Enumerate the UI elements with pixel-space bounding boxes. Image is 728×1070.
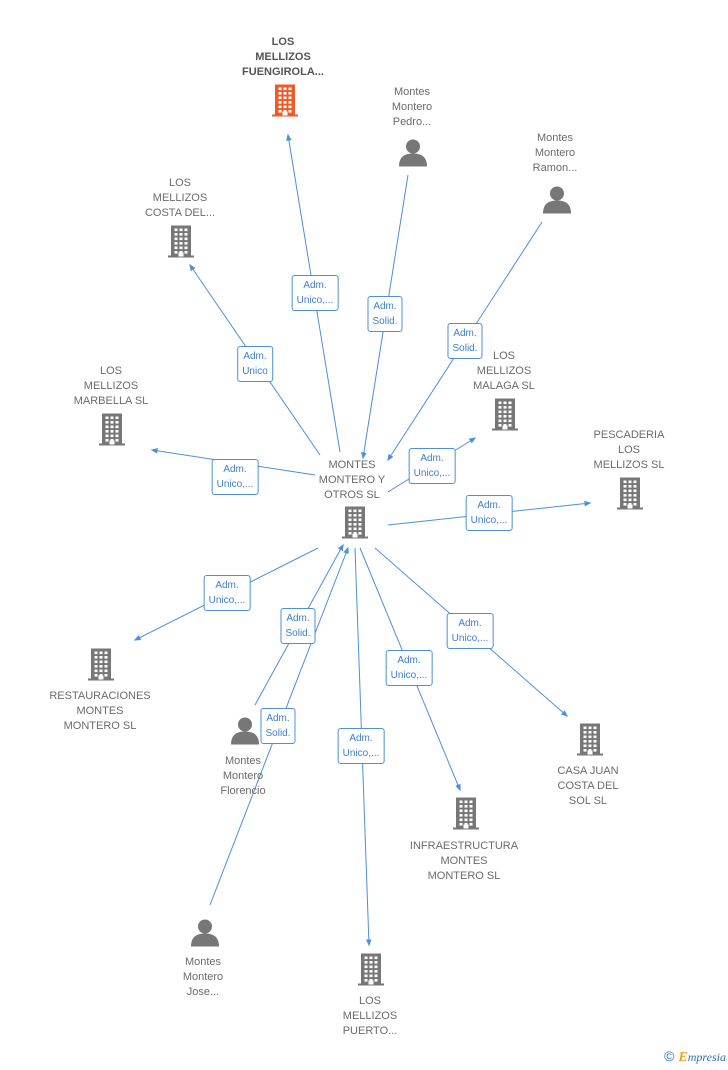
node-label-pedro[interactable]: Montes Montero Pedro... [391,86,433,128]
node-label-fuengirola[interactable]: LOS MELLIZOS FUENGIROLA... [242,36,324,78]
person-icon[interactable] [230,716,260,751]
node-label-pescaderia[interactable]: PESCADERIA LOS MELLIZOS SL [593,429,665,471]
brand-initial: E [678,1050,688,1065]
building-icon[interactable] [166,225,196,264]
edge-label-center-restauraciones[interactable]: Adm. Unico,... [203,575,251,611]
building-icon[interactable] [97,413,127,452]
edge-label-center-malaga[interactable]: Adm. Unico,... [408,448,456,484]
edge-label-center-puerto[interactable]: Adm. Unico,... [337,728,385,764]
node-label-costadel[interactable]: LOS MELLIZOS COSTA DEL... [144,177,216,219]
edge-label-center-fuengirola[interactable]: Adm. Unico,... [291,275,339,311]
edge-label-center-casajuan[interactable]: Adm. Unico,... [446,613,494,649]
building-icon[interactable] [575,723,605,762]
edge-label-florencio-center[interactable]: Adm. Solid. [280,608,316,644]
edge-label-center-costadel[interactable]: Adm. Unico [237,346,273,382]
person-icon[interactable] [190,918,220,953]
brand-name: mpresia [687,1050,726,1064]
person-icon[interactable] [542,185,572,220]
node-label-marbella[interactable]: LOS MELLIZOS MARBELLA SL [73,365,149,407]
edge-label-center-marbella[interactable]: Adm. Unico,... [211,459,259,495]
building-icon[interactable] [270,84,300,123]
building-icon[interactable] [490,398,520,437]
node-label-restauraciones[interactable]: RESTAURACIONES MONTES MONTERO SL [49,690,151,732]
node-label-ramon[interactable]: Montes Montero Ramon... [532,132,578,174]
empresia-logo: ©Empresia [664,1048,726,1066]
building-icon[interactable] [340,506,370,545]
copyright-symbol: © [664,1048,675,1064]
edge-label-jose-center[interactable]: Adm. Solid. [260,708,296,744]
node-label-center[interactable]: MONTES MONTERO Y OTROS SL [318,459,386,501]
node-label-malaga[interactable]: LOS MELLIZOS MALAGA SL [473,350,535,392]
building-icon[interactable] [615,477,645,516]
edge-label-pedro-center[interactable]: Adm. Solid. [367,296,403,332]
node-label-casajuan[interactable]: CASA JUAN COSTA DEL SOL SL [557,765,619,807]
building-icon[interactable] [86,648,116,687]
building-icon[interactable] [356,953,386,992]
edge-label-center-infraestructura[interactable]: Adm. Unico,... [385,650,433,686]
edge-label-center-pescaderia[interactable]: Adm. Unico,... [465,495,513,531]
node-label-florencio[interactable]: Montes Montero Florencio [220,755,266,797]
node-label-jose[interactable]: Montes Montero Jose... [182,956,224,998]
building-icon[interactable] [451,797,481,836]
edge-label-ramon-center[interactable]: Adm. Solid. [447,323,483,359]
person-icon[interactable] [398,138,428,173]
node-label-infraestructura[interactable]: INFRAESTRUCTURA MONTES MONTERO SL [409,840,519,882]
node-label-puerto[interactable]: LOS MELLIZOS PUERTO... [342,995,398,1037]
